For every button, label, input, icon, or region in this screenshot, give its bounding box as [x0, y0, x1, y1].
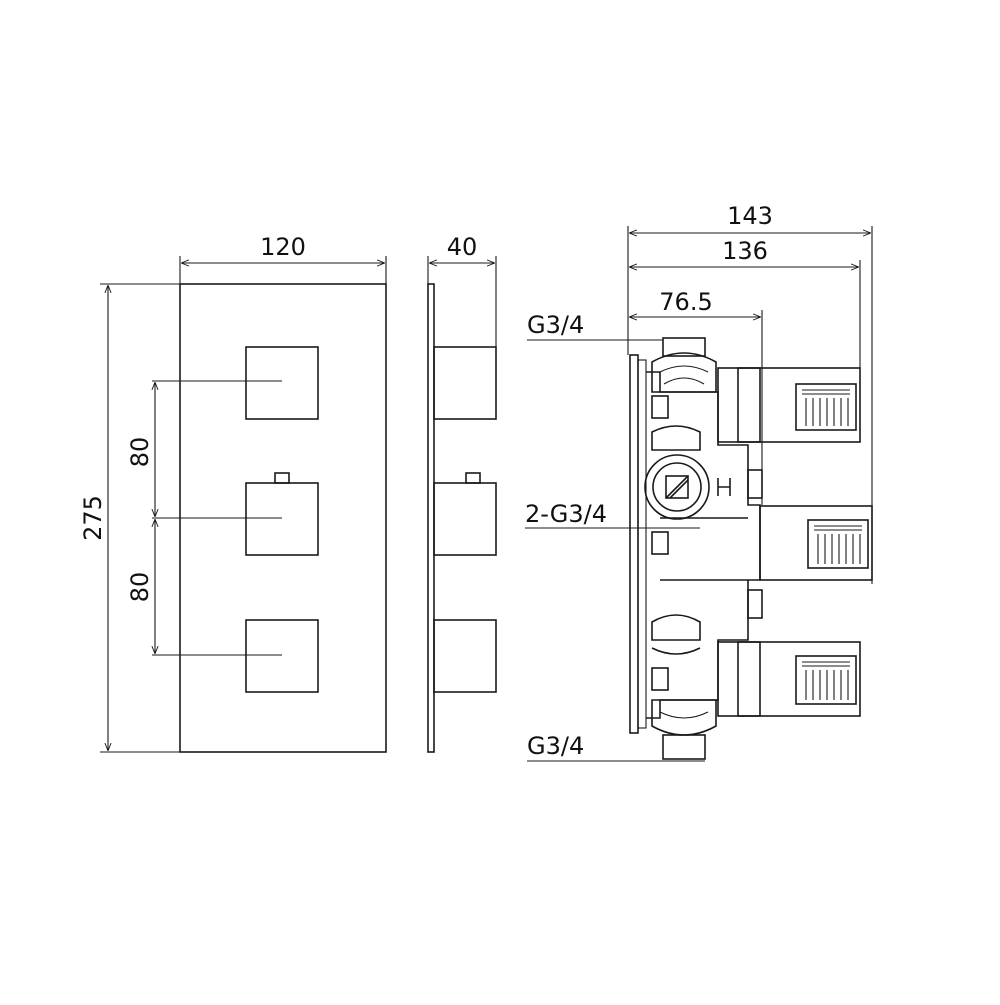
- top-connection-callout: G3/4: [527, 311, 663, 341]
- depth-dimension: 40: [427, 233, 497, 347]
- inlet-offset-label: 76.5: [659, 288, 712, 316]
- side-plate: [427, 283, 435, 753]
- side-knob-bottom: [433, 619, 497, 693]
- spacing-upper-label: 80: [126, 437, 154, 468]
- top-connection-label: G3/4: [527, 311, 584, 339]
- valve-body: [646, 371, 761, 719]
- middle-connection-callout: 2-G3/4: [525, 500, 700, 529]
- section-plate-inner: [637, 359, 647, 729]
- height-label: 275: [79, 495, 107, 541]
- overall-depth-label: 143: [727, 202, 773, 230]
- front-view: 120 275 80 80: [79, 233, 387, 753]
- bottom-inlet: [651, 699, 717, 760]
- side-knob-middle: [433, 482, 497, 556]
- bottom-connection-label: G3/4: [527, 732, 584, 760]
- side-view: 40: [427, 233, 497, 753]
- side-knob-middle-pin: [465, 472, 481, 484]
- nub-4: [747, 469, 763, 499]
- nub-2: [651, 531, 669, 555]
- cartridge-bottom: [717, 641, 861, 717]
- nub-5: [747, 589, 763, 619]
- knob-top: [245, 346, 319, 420]
- outlet-ring: [644, 454, 731, 520]
- body-depth-label: 136: [722, 237, 768, 265]
- spacing-lower-label: 80: [126, 572, 154, 603]
- overall-depth-dimension: 143: [627, 202, 873, 584]
- nub-1: [651, 395, 669, 419]
- body-depth-dimension: 136: [630, 237, 861, 368]
- knob-middle-pin: [274, 472, 290, 484]
- spacing-dimension-lower: 80: [126, 520, 155, 653]
- cartridge-top: [717, 367, 861, 443]
- side-knob-top: [433, 346, 497, 420]
- width-dimension: 120: [179, 233, 387, 284]
- width-label: 120: [260, 233, 306, 261]
- elbow-lower-2: [651, 647, 701, 655]
- cartridge-middle: [759, 505, 873, 581]
- inlet-offset-dimension: 76.5: [630, 288, 763, 505]
- section-plate: [629, 354, 639, 734]
- spacing-dimension-upper: 80: [126, 383, 155, 516]
- elbow-lower: [651, 614, 701, 641]
- knob-middle: [245, 482, 319, 556]
- middle-connection-label: 2-G3/4: [525, 500, 607, 528]
- height-dimension: 275: [79, 283, 180, 753]
- bottom-connection-callout: G3/4: [527, 732, 705, 762]
- elbow-upper: [651, 425, 701, 451]
- section-view: 143 136 76.5 G3/4 2-G3/4 G3/4: [525, 202, 873, 762]
- knob-bottom: [245, 619, 319, 693]
- nub-3: [651, 667, 669, 691]
- depth-label: 40: [447, 233, 478, 261]
- top-inlet: [651, 337, 717, 393]
